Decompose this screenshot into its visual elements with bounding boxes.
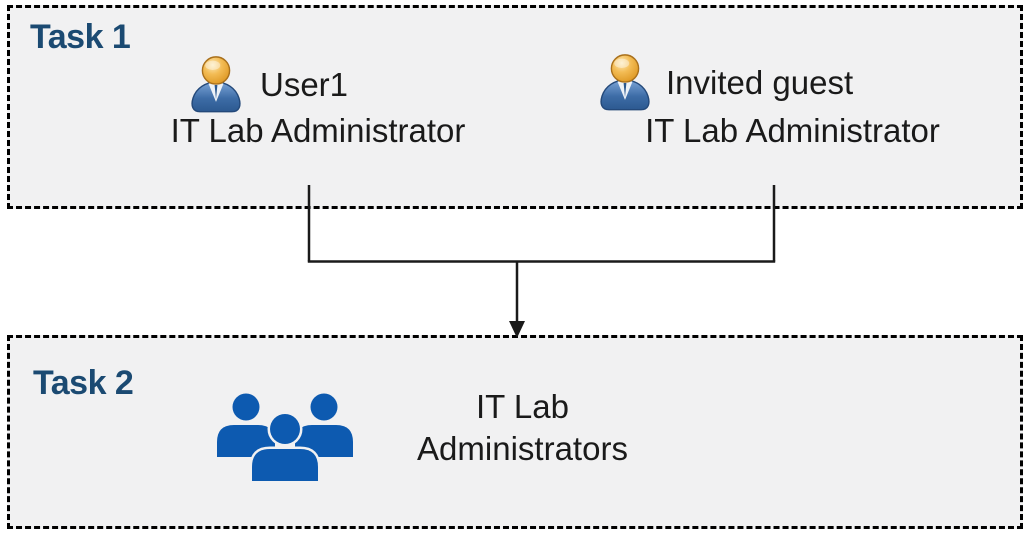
- group-label: IT Lab Administrators: [330, 386, 715, 470]
- person-icon: [600, 54, 650, 111]
- group-label-line1: IT Lab: [476, 388, 569, 425]
- task1-title: Task 1: [30, 18, 131, 56]
- person2-name: Invited guest: [666, 64, 854, 101]
- task1-box: [7, 5, 1023, 209]
- people-group-icon: [217, 393, 353, 481]
- group-label-line2: Administrators: [417, 430, 628, 467]
- person-icon: [191, 56, 241, 113]
- person1-role: IT Lab Administrator: [170, 112, 466, 149]
- task2-title: Task 2: [33, 364, 134, 402]
- person2-role: IT Lab Administrator: [645, 112, 940, 149]
- person1-name: User1: [260, 66, 349, 103]
